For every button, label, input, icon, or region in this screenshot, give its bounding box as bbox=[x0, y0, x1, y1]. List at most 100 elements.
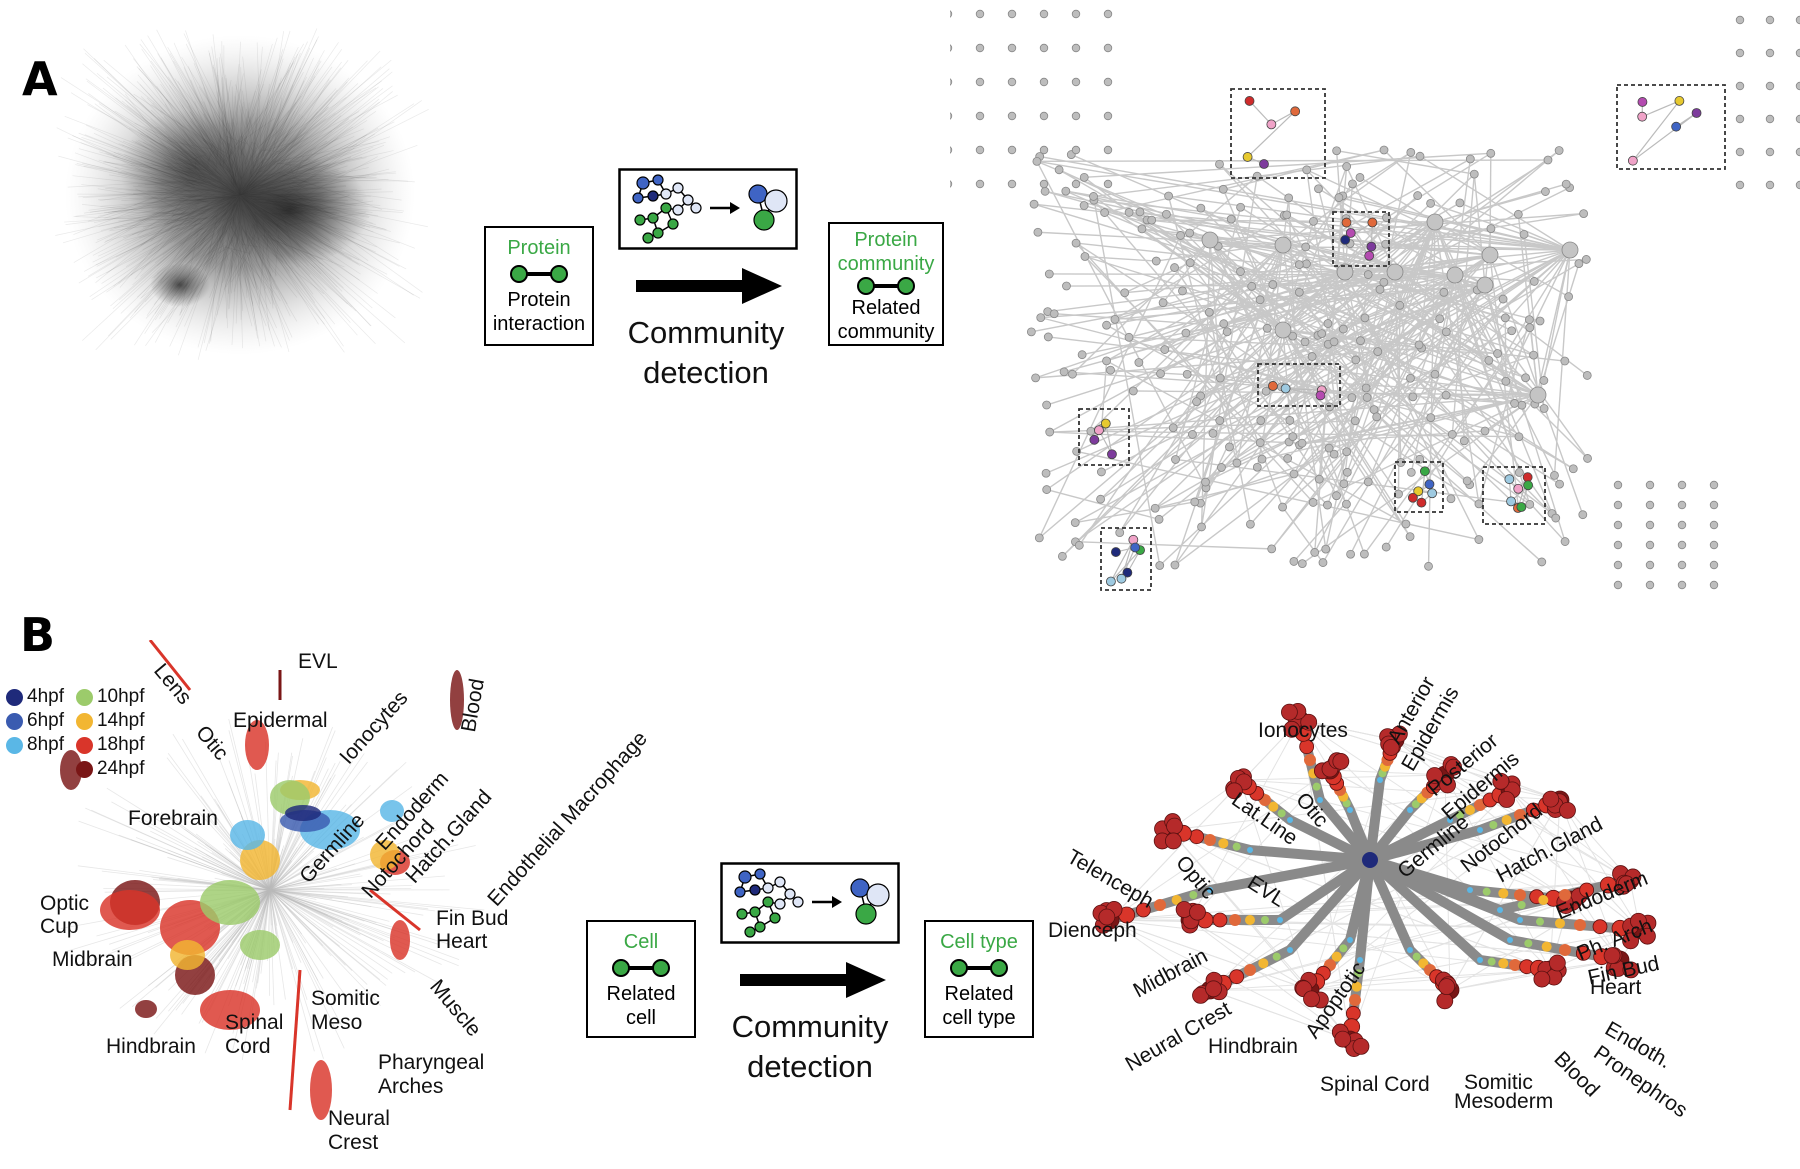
network-node bbox=[1218, 184, 1228, 194]
network-node bbox=[1188, 430, 1197, 439]
community-node bbox=[1122, 567, 1133, 578]
network-node bbox=[1765, 48, 1775, 58]
network-node bbox=[1262, 323, 1272, 333]
network-node bbox=[1735, 147, 1745, 157]
network-node bbox=[1342, 467, 1352, 477]
network-node bbox=[1735, 114, 1745, 124]
cell-type-node bbox=[1171, 895, 1182, 905]
cell-type-node bbox=[1492, 772, 1510, 790]
network-node bbox=[1363, 477, 1373, 487]
tree-label-somitic-2: Mesoderm bbox=[1454, 1090, 1554, 1113]
network-node bbox=[1043, 332, 1053, 342]
network-node bbox=[1201, 477, 1210, 487]
network-node bbox=[1359, 549, 1369, 559]
network-node bbox=[1517, 400, 1527, 410]
network-node bbox=[1100, 208, 1110, 217]
community-node bbox=[1513, 483, 1524, 494]
network-node bbox=[1507, 326, 1517, 336]
network-node bbox=[1074, 540, 1084, 550]
cell-type-node bbox=[1555, 918, 1565, 929]
network-node bbox=[1049, 309, 1059, 319]
network-node bbox=[1329, 337, 1339, 347]
label-heart: Heart bbox=[436, 930, 488, 953]
network-node bbox=[1215, 373, 1225, 383]
single-cell-embedding bbox=[60, 640, 485, 1120]
community-box bbox=[1394, 461, 1444, 513]
network-node bbox=[1282, 210, 1292, 220]
cell-type-box: Cell type Related cell type bbox=[924, 920, 1034, 1038]
cell-type-node bbox=[1407, 807, 1413, 813]
tree-label-heart: Heart bbox=[1590, 976, 1642, 999]
network-node bbox=[1252, 171, 1262, 181]
network-node bbox=[1178, 286, 1187, 296]
network-node bbox=[1414, 340, 1424, 350]
network-node bbox=[1086, 426, 1096, 436]
network-node bbox=[1539, 376, 1549, 385]
community-node bbox=[1419, 466, 1430, 477]
community-node bbox=[1268, 381, 1278, 391]
network-node bbox=[1192, 397, 1201, 407]
network-node bbox=[1317, 329, 1327, 339]
network-node bbox=[1401, 519, 1411, 529]
cell-type-node bbox=[1447, 817, 1453, 823]
legend-dot bbox=[6, 712, 23, 730]
cell-type-node bbox=[1225, 782, 1243, 800]
network-node bbox=[950, 44, 953, 52]
cell-type-node bbox=[1489, 821, 1498, 829]
network-node bbox=[1110, 314, 1120, 324]
network-node bbox=[1441, 327, 1451, 337]
network-node bbox=[1219, 319, 1229, 329]
network-node bbox=[1645, 520, 1655, 530]
cell-type-node bbox=[1575, 945, 1591, 961]
network-node bbox=[1795, 147, 1800, 157]
cell-type-node bbox=[1639, 927, 1656, 945]
network-node bbox=[1537, 557, 1547, 567]
root-node bbox=[1362, 852, 1378, 868]
cell-type-edge-label-1: Related bbox=[944, 983, 1014, 1005]
network-node bbox=[1381, 239, 1391, 249]
network-node bbox=[1581, 255, 1591, 264]
network-node bbox=[1465, 154, 1475, 164]
network-node bbox=[1525, 323, 1535, 333]
community-node bbox=[1506, 496, 1516, 507]
network-node bbox=[1439, 287, 1449, 297]
tree-label-hindbrain: Hindbrain bbox=[1208, 1035, 1298, 1058]
community-detection-illustration bbox=[618, 168, 798, 250]
network-node bbox=[1255, 295, 1265, 305]
legend-item: 6hpf bbox=[6, 709, 72, 733]
cell-type-node bbox=[1622, 961, 1640, 979]
community-node bbox=[1094, 425, 1104, 436]
network-node bbox=[1124, 208, 1134, 217]
network-node bbox=[1232, 458, 1242, 468]
network-node bbox=[1061, 186, 1071, 196]
network-node bbox=[1147, 215, 1157, 225]
network-node bbox=[1369, 405, 1379, 415]
network-node bbox=[1578, 510, 1588, 520]
cell-cluster bbox=[135, 1000, 157, 1018]
network-node bbox=[1062, 281, 1071, 291]
cell-type-node bbox=[1339, 944, 1348, 953]
legend-dot bbox=[75, 688, 93, 706]
network-node bbox=[1068, 369, 1077, 379]
cell-cluster bbox=[200, 990, 260, 1030]
network-node bbox=[1029, 199, 1039, 209]
network-node bbox=[1500, 313, 1510, 323]
legend-item: 14hpf bbox=[75, 709, 153, 733]
protein-community-network bbox=[950, 9, 1800, 591]
community-box bbox=[1332, 211, 1390, 267]
edge-glyph-icon bbox=[950, 959, 1008, 977]
hub-node bbox=[1336, 263, 1354, 281]
community-box bbox=[1100, 527, 1152, 591]
community-node bbox=[1089, 434, 1100, 445]
network-node bbox=[1007, 77, 1017, 87]
network-node bbox=[1342, 499, 1351, 509]
community-edge-label-1: Related bbox=[851, 297, 921, 319]
network-node bbox=[1103, 43, 1113, 53]
network-node bbox=[1474, 535, 1484, 544]
network-node bbox=[1137, 224, 1147, 234]
cell-type-node bbox=[1277, 809, 1286, 818]
network-node bbox=[1342, 162, 1352, 171]
network-node bbox=[1225, 442, 1234, 452]
label-pharyngeal-1: Pharyngeal bbox=[378, 1051, 485, 1074]
network-node bbox=[1406, 373, 1415, 383]
